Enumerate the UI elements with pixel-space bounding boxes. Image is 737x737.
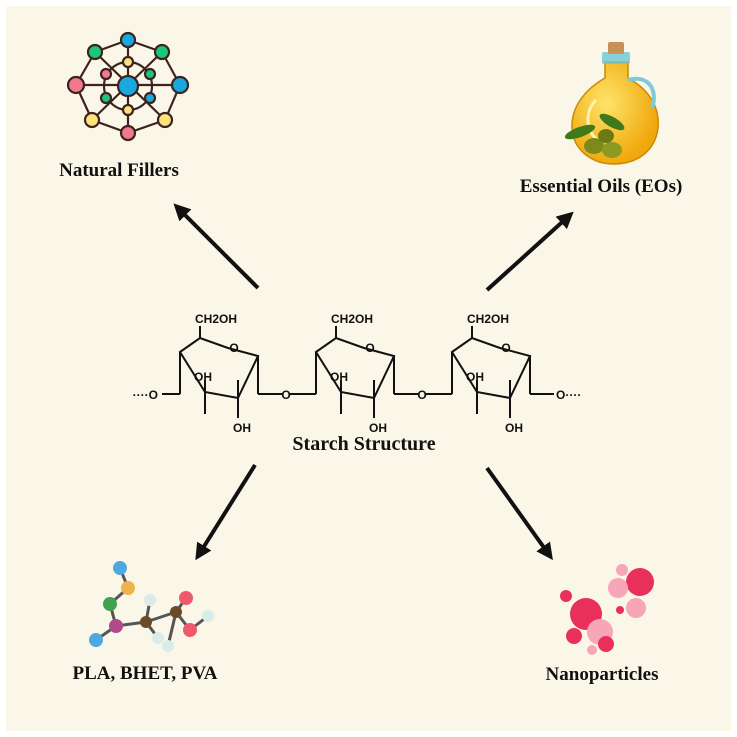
glucose-ring [450, 326, 532, 418]
oh-label: OH [194, 370, 212, 384]
label-polymers: PLA, BHET, PVA [72, 663, 218, 684]
chain-left-label: ····O [133, 388, 158, 402]
glucose-ring [178, 326, 260, 418]
arrow-to-essential-oils [485, 211, 574, 292]
ch2oh-label: CH2OH [467, 312, 509, 326]
arrow-to-nanoparticles [485, 466, 553, 561]
ring-oxygen-label: O [365, 341, 374, 355]
ch2oh-label: CH2OH [195, 312, 237, 326]
label-essential-oils: Essential Oils (EOs) [519, 176, 683, 197]
glycosidic-oxygen-label: O [281, 388, 290, 402]
ring-oxygen-label: O [229, 341, 238, 355]
label-nanoparticles: Nanoparticles [545, 664, 659, 685]
oh-label: OH [233, 421, 251, 435]
starch-structure-diagram [162, 326, 554, 418]
label-starch-structure: Starch Structure [292, 433, 436, 455]
particles-icon [560, 564, 654, 655]
network-icon [66, 31, 190, 142]
label-natural-fillers: Natural Fillers [59, 160, 179, 181]
arrow-to-natural-fillers [173, 203, 260, 290]
oh-label: OH [330, 370, 348, 384]
starch-labels: CH2OH O OH OH CH2OH O OH OH CH2OH O OH OH O O ····O O··… [133, 312, 582, 435]
oil-bottle-olive-icon [564, 42, 659, 165]
oh-label: OH [505, 421, 523, 435]
ch2oh-label: CH2OH [331, 312, 373, 326]
glucose-ring [314, 326, 396, 418]
molecule-model-icon [89, 561, 214, 652]
oh-label: OH [466, 370, 484, 384]
oh-label: OH [369, 421, 387, 435]
glycosidic-oxygen-label: O [417, 388, 426, 402]
chain-right-label: O···· [556, 388, 581, 402]
ring-oxygen-label: O [501, 341, 510, 355]
arrow-to-polymers [195, 463, 257, 561]
